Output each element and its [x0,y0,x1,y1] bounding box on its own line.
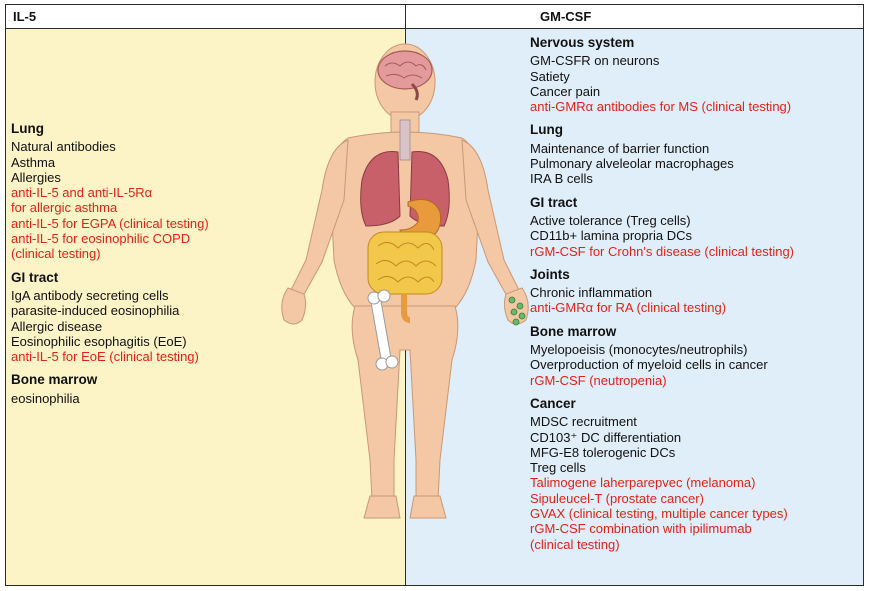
function-item: Myelopoeisis (monocytes/neutrophils) [530,342,748,358]
function-item: IgA antibody secreting cells [11,287,169,303]
human-body-illustration [281,43,529,519]
trachea [399,119,411,161]
therapy-item: rGM-CSF (neutropenia) [530,372,667,388]
therapy-item: for allergic asthma [11,200,118,216]
section-bone-marrow: Bone marrow eosinophilia [11,372,271,406]
therapy-item: rGM-CSF combination with ipilimumab [530,521,752,537]
il5-panel: IL-5 [6,5,406,585]
gmcsf-title: GM-CSF [540,9,592,24]
section-title: GI tract [530,194,578,210]
therapy-item: Talimogene laherparepvec (melanoma) [530,475,756,491]
function-item: Overproduction of myeloid cells in cance… [530,357,768,373]
therapy-item: anti-IL-5 and anti-IL-5Rα [11,185,153,201]
function-item: eosinophilia [11,390,80,406]
function-item: Asthma [11,154,56,170]
section-title: Lung [530,122,563,138]
therapy-item: Sipuleucel-T (prostate cancer) [530,490,704,506]
function-item: Chronic inflammation [530,285,653,301]
section-title: Joints [530,266,570,282]
joints-icon [508,296,526,326]
gmcsf-header: GM-CSF [406,5,863,29]
therapy-item: (clinical testing) [11,246,101,262]
function-item: CD103⁺ DC differentiation [530,429,682,445]
function-item: Allergies [11,169,61,185]
function-item: Allergic disease [11,318,103,334]
therapy-item: (clinical testing) [530,536,620,552]
section-title: Bone marrow [11,372,98,388]
function-item: IRA B cells [530,171,593,187]
therapy-item: anti-IL-5 for EGPA (clinical testing) [11,215,209,231]
brain-icon [377,50,433,101]
il5-header: IL-5 [6,5,405,29]
function-item: MDSC recruitment [530,414,637,430]
function-item: Natural antibodies [11,139,116,155]
therapy-item: anti-GMRα for RA (clinical testing) [530,300,727,316]
function-item: GM-CSFR on neurons [530,53,660,69]
bone-icon [367,289,399,371]
intestine-icon [367,231,443,323]
section-title: Nervous system [530,35,635,50]
figure-frame: IL-5 GM-CSF [5,4,864,586]
therapy-item: anti-IL-5 for eosinophilic COPD [11,231,191,247]
function-item: Maintenance of barrier function [530,140,710,156]
section-title: GI tract [11,269,59,285]
function-item: Treg cells [530,460,586,476]
gmcsf-panel: GM-CSF [406,5,863,585]
function-item: Pulmonary alveleolar macrophages [530,156,734,172]
section-title: Bone marrow [530,323,617,339]
il5-title: IL-5 [13,9,37,24]
therapy-item: anti-IL-5 for EoE (clinical testing) [11,349,199,365]
function-item: parasite-induced eosinophilia [11,303,180,319]
therapy-item: rGM-CSF for Crohn's disease (clinical te… [530,243,794,259]
section-title: Cancer [530,395,576,411]
therapy-item: anti-GMRα antibodies for MS (clinical te… [530,99,792,115]
therapy-item: GVAX (clinical testing, multiple cancer … [530,506,788,522]
function-item: Satiety [530,68,570,84]
function-item: Cancer pain [530,83,601,99]
section-title: Lung [11,121,44,136]
function-item: CD11b+ lamina propria DCs [530,228,692,244]
function-item: MFG-E8 tolerogenic DCs [530,444,676,460]
function-item: Active tolerance (Treg cells) [530,212,691,228]
function-item: Eosinophilic esophagitis (EoE) [11,333,187,349]
